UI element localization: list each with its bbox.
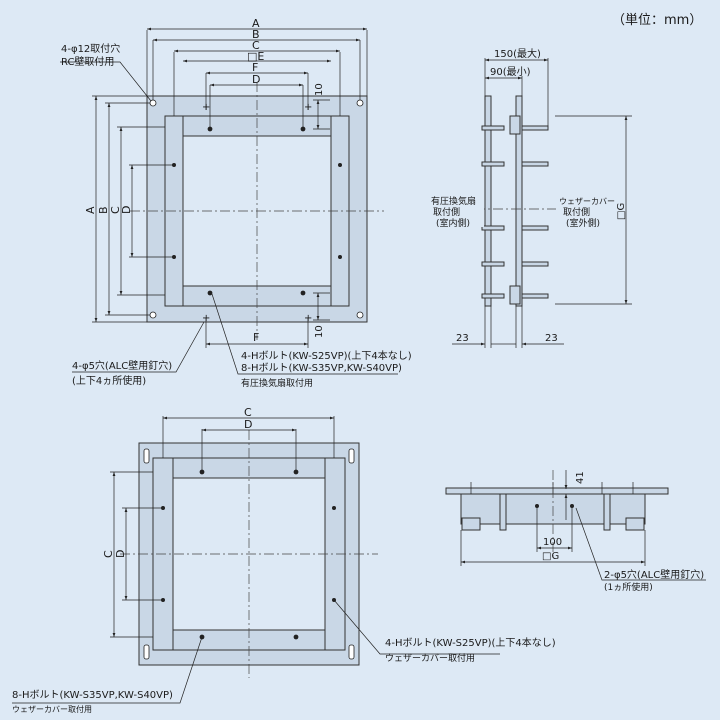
fan-bolt-label-2: 8-Hボルト(KW-S35VP,KW-S40VP) [241, 362, 402, 374]
dim-A-left: A [84, 206, 97, 214]
rear-view [120, 430, 378, 678]
bottom-hole-sub-label: (1ヵ所使用) [604, 581, 653, 593]
dim-F-bottom: F [253, 331, 259, 344]
cover-bolt8-label-1: 8-Hボルト(KW-S35VP,KW-S40VP) [12, 689, 173, 701]
indoor-label-3: (室内側) [436, 217, 470, 229]
rear-annotations: 4-Hボルト(KW-S25VP)(上下4本なし) ウェザーカバー取付用 8-Hボ… [12, 599, 556, 714]
bottom-annotations: 2-φ5穴(ALC壁用釘穴) (1ヵ所使用) [575, 507, 706, 593]
dim-C-left: C [109, 206, 122, 214]
rc-hole-tr [356, 99, 364, 107]
fan-bolt-label-3: 有圧換気扇取付用 [241, 377, 313, 389]
front-dims-top: A B C □E F D 10 [146, 17, 368, 130]
dim-10-top: 10 [314, 83, 325, 96]
dim-G-side: □G [616, 203, 627, 220]
bottom-view [445, 470, 669, 560]
dim-90-min: 90(最小) [490, 66, 531, 78]
outdoor-label-3: (室外側) [566, 217, 600, 229]
side-dims: 150(最大) 90(最小) □G 23 23 [452, 47, 632, 348]
dim-C-top: C [252, 39, 260, 52]
cover-bolt-label-2: ウェザーカバー取付用 [385, 653, 475, 664]
front-annotations: 4-φ12取付穴 RC壁取付用 4-φ5穴(ALC壁用釘穴) (上下4ヵ所使用)… [60, 42, 412, 389]
dim-100: 100 [543, 537, 562, 548]
bottom-dims: 41 100 □G [460, 470, 646, 566]
dim-G-bottom: □G [542, 551, 559, 562]
alc-hole-sub-label: (上下4ヵ所使用) [72, 374, 146, 387]
dim-23-right: 23 [545, 333, 558, 344]
bottom-hole-label: 2-φ5穴(ALC壁用釘穴) [604, 568, 704, 581]
cover-bolt8-label-2: ウェザーカバー取付用 [12, 704, 92, 714]
fan-bolt-label-1: 4-Hボルト(KW-S25VP)(上下4本なし) [241, 349, 412, 362]
alc-hole-label: 4-φ5穴(ALC壁用釘穴) [72, 359, 172, 372]
front-dims-left: A B C D [84, 95, 174, 323]
front-dims-bottom: F 10 [205, 292, 330, 348]
dim-D-left: D [120, 206, 133, 214]
dim-D-top: D [252, 73, 260, 86]
outdoor-label-2: 取付側 [563, 206, 590, 218]
rc-hole-bl [149, 311, 157, 319]
dim-E-top: □E [247, 50, 264, 63]
dim-B-top: B [252, 28, 260, 41]
dim-23-left: 23 [456, 333, 469, 344]
dim-D-rear-left: D [114, 550, 127, 558]
cover-bolt-label-1: 4-Hボルト(KW-S25VP)(上下4本なし) [385, 636, 556, 649]
indoor-label-2: 取付側 [433, 206, 460, 218]
rc-hole-sub-label: RC壁取付用 [61, 55, 114, 68]
side-view [475, 95, 560, 307]
dim-B-left: B [97, 206, 110, 214]
dim-F-top: F [252, 61, 258, 74]
front-view: + + + + [130, 82, 384, 340]
dim-10-bottom: 10 [314, 325, 325, 338]
rear-dims: C D C D [102, 406, 335, 638]
outdoor-label-1: ウェザーカバー [559, 197, 615, 206]
dim-C-rear-top: C [244, 406, 252, 419]
dim-C-rear-left: C [102, 550, 115, 558]
dim-D-rear-top: D [244, 418, 252, 431]
rc-hole-label: 4-φ12取付穴 [61, 42, 120, 55]
indoor-label-1: 有圧換気扇 [431, 195, 476, 207]
dim-41: 41 [575, 471, 586, 484]
dim-A-top: A [252, 17, 260, 30]
rc-hole-br [356, 311, 364, 319]
dim-150-max: 150(最大) [494, 47, 541, 60]
unit-note: （単位：mm） [612, 12, 702, 28]
side-labels: 有圧換気扇 取付側 (室内側) ウェザーカバー 取付側 (室外側) [428, 193, 615, 229]
